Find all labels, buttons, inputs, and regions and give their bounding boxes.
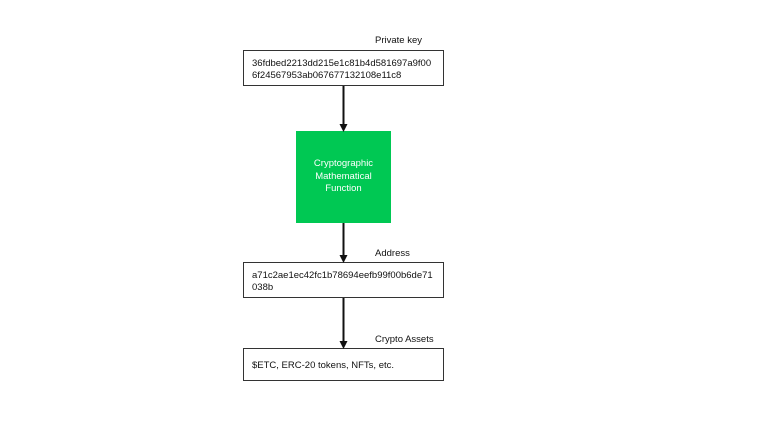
crypto-assets-box: $ETC, ERC-20 tokens, NFTs, etc. bbox=[243, 348, 444, 381]
crypto-assets-label: Crypto Assets bbox=[375, 334, 434, 345]
cryptographic-function-box: Cryptographic Mathematical Function bbox=[296, 131, 391, 223]
private-key-label: Private key bbox=[375, 35, 422, 46]
cryptographic-function-label: Cryptographic Mathematical Function bbox=[313, 158, 374, 195]
address-box: a71c2ae1ec42fc1b78694eefb99f00b6de71038b bbox=[243, 262, 444, 298]
private-key-box: 36fdbed2213dd215e1c81b4d581697a9f006f245… bbox=[243, 50, 444, 86]
address-label: Address bbox=[375, 248, 410, 259]
